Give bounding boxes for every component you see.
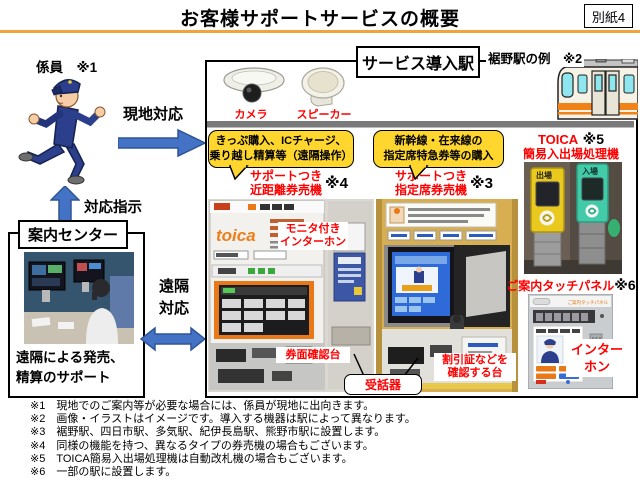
title-rule	[0, 30, 640, 33]
remote-label: 遠隔 対応	[150, 276, 198, 320]
info-center-caption: 遠隔による発売、 精算のサポート	[16, 348, 124, 388]
toica-title: TOICA ※5 簡易入出場処理機	[506, 132, 636, 161]
remote-line1: 遠隔	[158, 278, 189, 295]
touch-panel-header-text: ご案内タッチパネル	[568, 299, 609, 306]
discount-check-label: 割引証などを 確認する台	[434, 353, 516, 381]
toica-note-ref: ※5	[582, 131, 605, 147]
footnote-3: ※3 裾野駅、四日市駅、多気駅、紀伊長島駅、熊野市駅に設置します。	[30, 426, 386, 439]
machine1-note-ref: ※4	[325, 175, 348, 192]
staff-label: 係員 ※1	[36, 60, 98, 75]
machine2-title: サポートつき 指定席券売機 ※3	[384, 169, 504, 197]
staff-illustration	[18, 79, 106, 185]
footnote-6: ※6 一部の駅に設置します。	[30, 466, 177, 479]
bubble-reserved-seat: 新幹線・在来線の 指定席特急券等の購入	[373, 130, 504, 168]
discount-check-line2: 確認する台	[447, 367, 503, 379]
touch-panel-name: ご案内タッチパネル	[506, 279, 615, 293]
toica-gates-photo: 出場 入場	[524, 162, 622, 274]
station-panel-title: サービス導入駅	[356, 46, 480, 78]
machine1-name-line1: サポートつき	[250, 169, 323, 183]
bubble1-line2: 乗り越し精算等（遠隔操作）	[209, 150, 353, 162]
touch-panel-title: ご案内タッチパネル※6	[504, 277, 638, 295]
interphone-label: インター ホン	[566, 339, 628, 377]
station-example-label: 裾野駅の例 ※2	[486, 48, 585, 67]
bubble1-tail	[228, 165, 249, 180]
machine2-name-line1: サポートつき	[395, 169, 468, 183]
camera-icon	[223, 67, 285, 103]
machine2-note-ref: ※3	[470, 175, 493, 192]
page-title: お客様サポートサービスの概要	[179, 9, 460, 30]
speaker-label: スピーカー	[296, 109, 352, 121]
train-illustration	[557, 59, 638, 120]
reserved-seat-machine-photo	[376, 199, 518, 392]
onsite-label: 現地対応	[123, 106, 184, 123]
panel-divider	[207, 121, 634, 128]
machine1-title: サポートつき 近距離券売機 ※4	[240, 169, 358, 197]
bubble2-line1: 新幹線・在来線の	[394, 135, 483, 147]
toica-exit-label: 出場	[536, 170, 552, 180]
onsite-arrow-icon	[118, 128, 206, 158]
info-center-title: 案内センター	[18, 220, 128, 249]
toica-name: TOICA	[537, 132, 579, 147]
footnote-5: ※5 TOICA簡易入出場処理機は自動改札機の場合もございます。	[30, 452, 353, 465]
footnotes: ※1 現地でのご案内等が必要な場合には、係員が現地に出向きます。 ※2 画像・イ…	[30, 400, 416, 479]
handset-label: 受話器	[344, 374, 422, 395]
bubble1-line1: きっぷ購入、ICチャージ、	[215, 135, 347, 147]
remote-line2: 対応	[158, 300, 189, 317]
camera-label: カメラ	[234, 109, 268, 121]
monitor-interphone-label: モニタ付き インターホン	[278, 222, 348, 250]
machine2-name-line2: 指定席券売機	[395, 183, 468, 197]
caption-line1: 遠隔による発売、	[16, 350, 124, 365]
touch-panel-note-ref: ※6	[614, 277, 636, 293]
remote-arrow-icon	[140, 326, 206, 352]
speaker-icon	[301, 67, 345, 107]
monitor-interphone-line1: モニタ付き	[285, 223, 341, 235]
toica-subtitle: 簡易入出場処理機	[522, 147, 619, 161]
call-center-photo	[24, 252, 134, 344]
discount-check-line1: 割引証などを	[442, 354, 508, 366]
footnote-4: ※4 同様の機能を持つ、異なるタイプの券売機の場合もございます。	[30, 439, 374, 452]
monitor-interphone-line2: インターホン	[280, 236, 346, 248]
bubble2-line2: 指定席特急券等の購入	[383, 150, 494, 162]
bubble-short-distance: きっぷ購入、ICチャージ、 乗り越し精算等（遠隔操作）	[208, 130, 354, 168]
toica-entry-label: 入場	[581, 166, 598, 176]
footnote-2: ※2 画像・イラストはイメージです。導入する機器は駅によって異なります。	[30, 413, 416, 426]
bubble2-tail	[408, 165, 429, 180]
instruction-label: 対応指示	[84, 200, 142, 216]
handset-callout-lines	[353, 353, 419, 376]
footnote-1: ※1 現地でのご案内等が必要な場合には、係員が現地に出向きます。	[30, 400, 375, 412]
attachment-badge: 別紙4	[584, 4, 633, 28]
interphone-line2: ホン	[583, 359, 610, 374]
interphone-line1: インター	[570, 342, 623, 357]
ticket-check-stand-label: 券面確認台	[276, 347, 350, 363]
machine1-name-line2: 近距離券売機	[250, 183, 323, 197]
toica-logo-text: toica	[216, 226, 256, 245]
caption-line2: 精算のサポート	[16, 370, 111, 385]
instruction-arrow-icon	[50, 186, 80, 222]
